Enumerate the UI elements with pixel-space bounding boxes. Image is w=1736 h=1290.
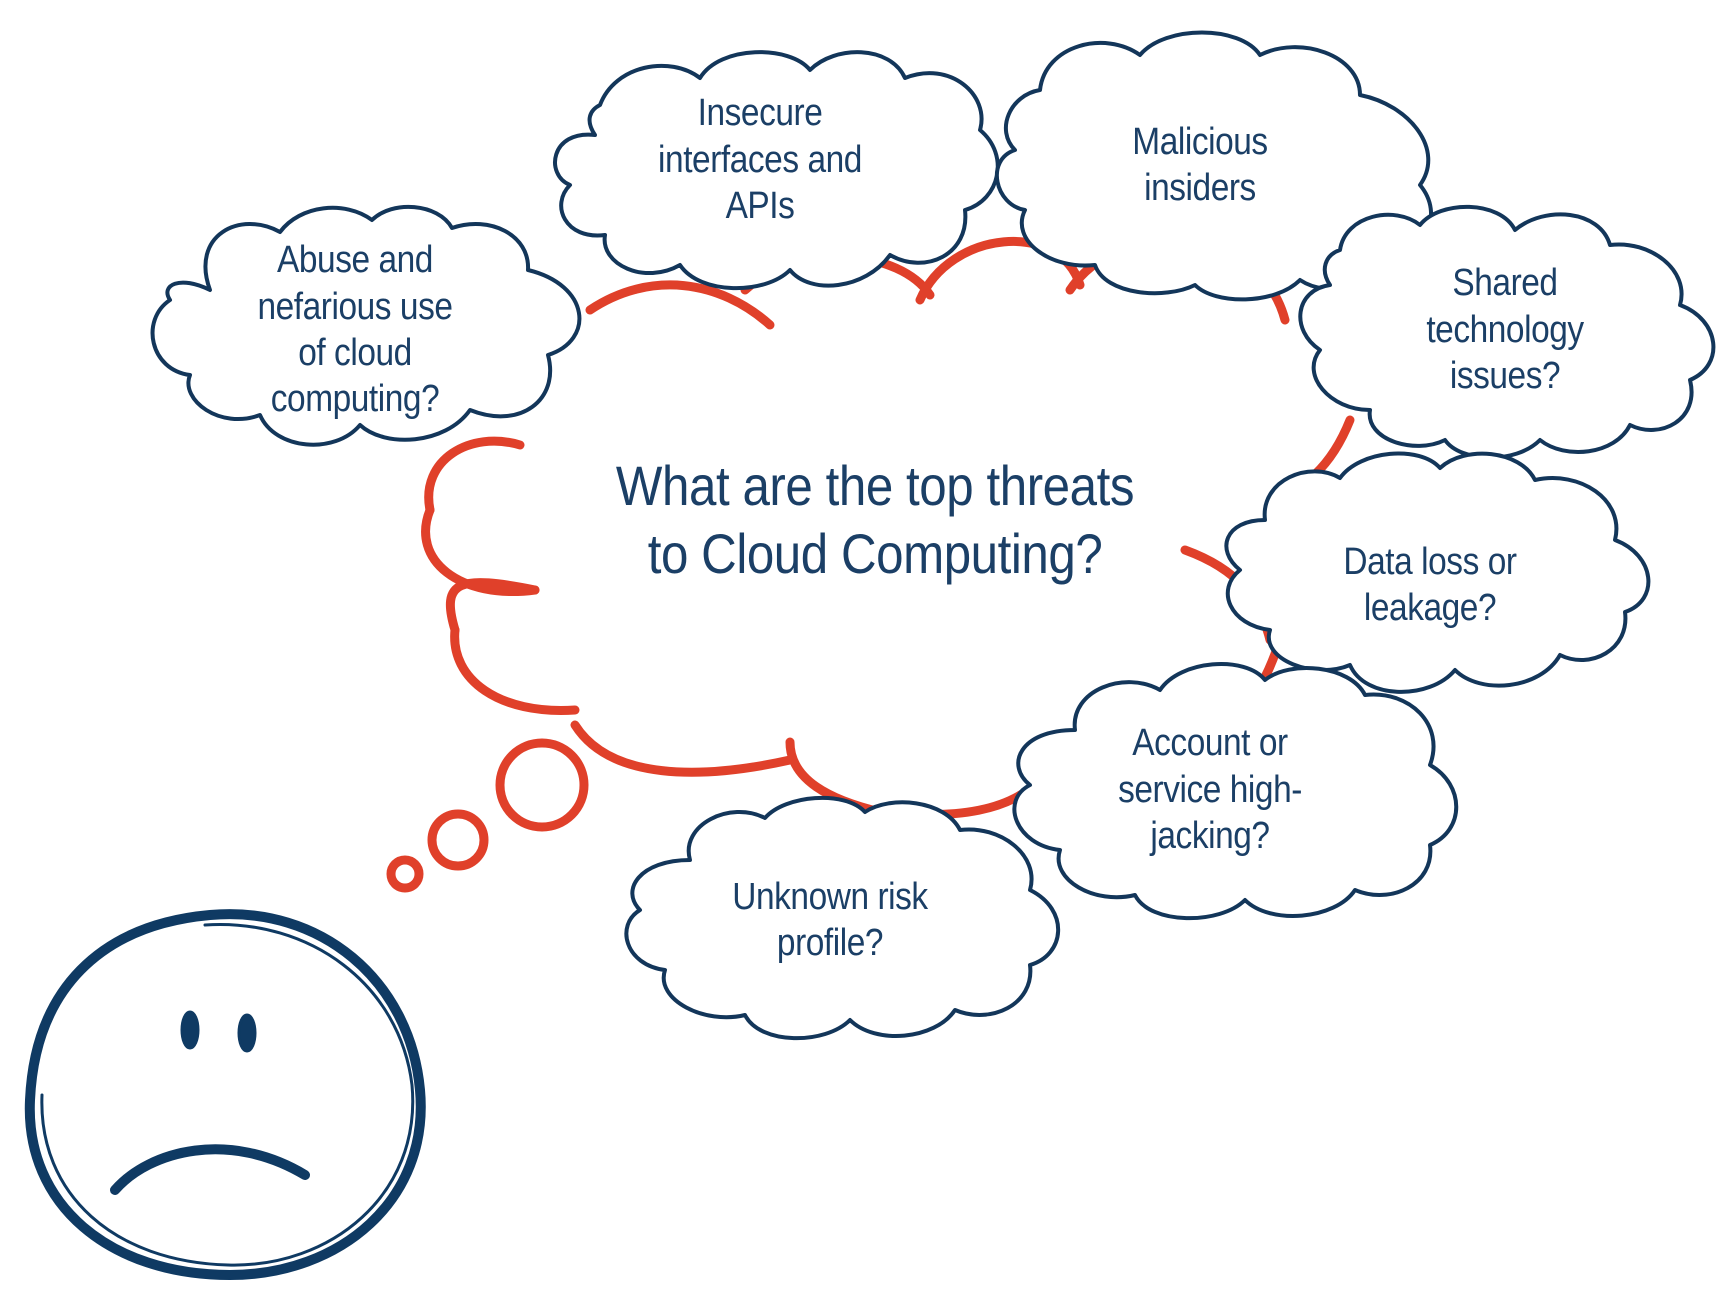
insecure-interfaces-cloud <box>553 50 1000 291</box>
thought-trail <box>386 738 589 893</box>
account-hijacking-cloud <box>1012 662 1459 921</box>
unknown-risk-cloud <box>624 795 1061 1041</box>
threat-label-account-hijacking: Account or service high-jacking? <box>1118 722 1302 858</box>
abuse-cloud <box>150 204 582 447</box>
threat-label-insecure-interfaces: Insecure interfaces and APIs <box>658 92 862 228</box>
sad-face-icon <box>24 909 426 1281</box>
threat-label-abuse: Abuse and nefarious use of cloud computi… <box>257 239 453 421</box>
thought-bubble-small <box>386 855 424 893</box>
threat-label-shared-technology: Shared technology issues? <box>1426 262 1584 398</box>
threat-label-unknown-risk: Unknown risk profile? <box>732 875 928 964</box>
threat-label-malicious-insiders: Malicious insiders <box>1132 120 1268 209</box>
threat-label-data-loss: Data loss or leakage? <box>1343 540 1517 629</box>
shared-technology-cloud <box>1298 204 1716 460</box>
threat-clouds <box>150 30 1716 1041</box>
central-question: What are the top threats to Cloud Comput… <box>615 453 1135 585</box>
thought-bubble-large <box>495 738 589 832</box>
thought-bubble-medium <box>427 809 489 871</box>
data-loss-cloud <box>1224 451 1651 694</box>
